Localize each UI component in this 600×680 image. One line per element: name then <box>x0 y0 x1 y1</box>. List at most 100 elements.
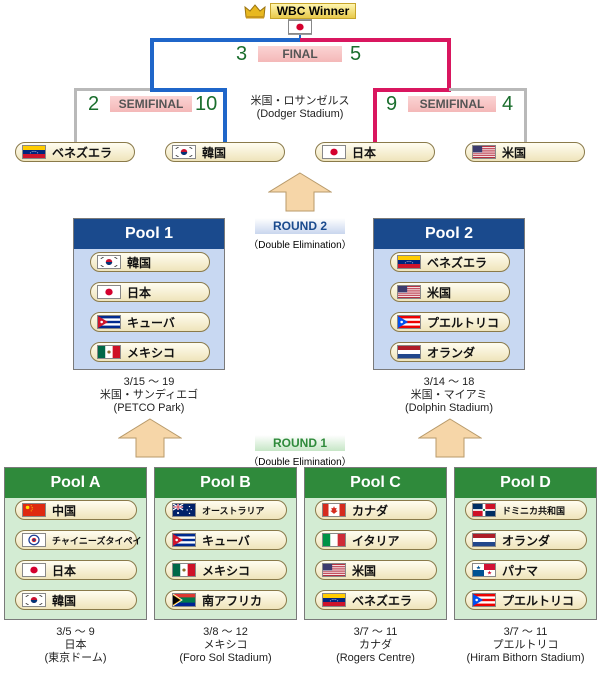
pool-1-team-2[interactable]: 日本 <box>90 282 210 302</box>
pool-a-team-1[interactable]: 中国 <box>15 500 137 520</box>
team-name: 韓国 <box>52 593 77 608</box>
pool-a-team-2[interactable]: チャイニーズタイペイ <box>15 530 141 550</box>
pool-2-place: 米国・マイアミ <box>410 389 488 401</box>
pool-1-team-3[interactable]: キューバ <box>90 312 210 332</box>
pool-c-team-1[interactable]: カナダ <box>315 500 437 520</box>
flag-ve-icon <box>22 145 46 159</box>
team-name: オランダ <box>502 533 551 548</box>
pool-2-team-2[interactable]: 米国 <box>390 282 510 302</box>
flag-kr-icon <box>22 593 46 607</box>
pool-d-venue: (Hiram Bithorn Stadium) <box>466 652 585 664</box>
pool-c-venue: (Rogers Centre) <box>336 652 415 664</box>
pool-1-place: 米国・サンディエゴ <box>99 389 199 401</box>
pool-b-team-1[interactable]: オーストラリア <box>165 500 287 520</box>
pool-d-team-2[interactable]: オランダ <box>465 530 587 550</box>
pool-1-team-4[interactable]: メキシコ <box>90 342 210 362</box>
flag-ca-icon <box>322 503 346 517</box>
final-label: FINAL <box>258 46 342 62</box>
pool-2-team-4[interactable]: オランダ <box>390 342 510 362</box>
round2-label: ROUND 2 <box>255 218 345 234</box>
pool-1-team-1[interactable]: 韓国 <box>90 252 210 272</box>
pool-c-team-4[interactable]: ベネズエラ <box>315 590 437 610</box>
semifinal-left-score-left: 2 <box>88 93 100 115</box>
flag-jp-icon <box>97 285 121 299</box>
pool-2-date: 3/14 ～ 18 <box>423 376 475 388</box>
final-venue-city: 米国・ロサンゼルス <box>250 95 350 107</box>
pool-b-team-4[interactable]: 南アフリカ <box>165 590 287 610</box>
advance-arrow-icon <box>268 172 332 212</box>
semifinalist-japan[interactable]: 日本 <box>315 142 435 162</box>
flag-tw-icon <box>22 533 46 547</box>
semifinal-left-label: SEMIFINAL <box>110 96 192 112</box>
pool-1-info: 3/15 ～ 19 米国・サンディエゴ (PETCO Park) <box>73 376 225 415</box>
flag-us-icon <box>472 145 496 159</box>
pool-c-team-2[interactable]: イタリア <box>315 530 437 550</box>
pool-d-team-1[interactable]: ドミニカ共和国 <box>465 500 587 520</box>
team-name: キューバ <box>127 315 175 330</box>
pool-a-team-4[interactable]: 韓国 <box>15 590 137 610</box>
final-score-left: 3 <box>236 43 248 65</box>
flag-nl-icon <box>472 533 496 547</box>
pool-c-date: 3/7 ～ 11 <box>353 626 398 638</box>
team-name: 日本 <box>52 563 77 578</box>
flag-cu-icon <box>97 315 121 329</box>
pool-c-info: 3/7 ～ 11 カナダ (Rogers Centre) <box>304 626 447 665</box>
pool-c-team-3[interactable]: 米国 <box>315 560 437 580</box>
semifinalist-usa[interactable]: 米国 <box>465 142 585 162</box>
pool-d-title: Pool D <box>455 468 596 498</box>
flag-ve-icon <box>397 255 421 269</box>
team-name: オーストラリア <box>202 505 265 516</box>
semifinalist-korea[interactable]: 韓国 <box>165 142 285 162</box>
pool-a-venue: (東京ドーム) <box>44 652 107 664</box>
team-name: キューバ <box>202 533 250 548</box>
team-name: 南アフリカ <box>202 593 263 608</box>
flag-do-icon <box>472 503 496 517</box>
pool-a-date: 3/5 ～ 9 <box>56 626 95 638</box>
flag-pr-icon <box>472 593 496 607</box>
flag-cu-icon <box>172 533 196 547</box>
team-name: メキシコ <box>127 345 176 360</box>
pool-d-team-4[interactable]: プエルトリコ <box>465 590 587 610</box>
semifinalist-venezuela[interactable]: ベネズエラ <box>15 142 135 162</box>
flag-pr-icon <box>397 315 421 329</box>
pool-b-team-2[interactable]: キューバ <box>165 530 287 550</box>
pool-2-team-3[interactable]: プエルトリコ <box>390 312 510 332</box>
team-name: 日本 <box>127 285 152 300</box>
pool-b-info: 3/8 ～ 12 メキシコ (Foro Sol Stadium) <box>154 626 297 665</box>
team-name: 中国 <box>52 503 77 518</box>
team-name: パナマ <box>502 563 539 578</box>
winner-flag <box>288 19 312 35</box>
round2-note: （Double Elimination） <box>248 240 352 251</box>
flag-us-icon <box>322 563 346 577</box>
team-name: カナダ <box>352 503 389 518</box>
pool-b-title: Pool B <box>155 468 296 498</box>
semifinal-left-score-right: 10 <box>195 93 218 115</box>
flag-za-icon <box>172 593 196 607</box>
pool-b-team-3[interactable]: メキシコ <box>165 560 287 580</box>
flag-jp-icon <box>288 20 312 34</box>
pool-d-place: プエルトリコ <box>492 639 559 651</box>
team-name: イタリア <box>352 533 400 548</box>
pool-c-title: Pool C <box>305 468 446 498</box>
team-name: チャイニーズタイペイ <box>52 535 142 546</box>
pool-2-team-1[interactable]: ベネズエラ <box>390 252 510 272</box>
pool-a-team-3[interactable]: 日本 <box>15 560 137 580</box>
flag-kr-icon <box>97 255 121 269</box>
flag-pa-icon <box>472 563 496 577</box>
pool-2-title: Pool 2 <box>374 219 524 249</box>
team-name: 米国 <box>427 285 452 300</box>
pool-d-team-3[interactable]: パナマ <box>465 560 587 580</box>
team-name: オランダ <box>427 345 476 360</box>
flag-nl-icon <box>397 345 421 359</box>
pool-1-venue: (PETCO Park) <box>113 402 185 414</box>
pool-b-place: メキシコ <box>203 639 248 651</box>
team-name: ベネズエラ <box>52 145 113 160</box>
flag-us-icon <box>397 285 421 299</box>
team-name: 米国 <box>502 145 527 160</box>
team-name: 韓国 <box>127 255 152 270</box>
flag-jp-icon <box>22 563 46 577</box>
pool-1-title: Pool 1 <box>74 219 224 249</box>
winner-header: WBC Winner <box>230 3 370 19</box>
team-name: ベネズエラ <box>427 255 488 270</box>
pool-a-place: 日本 <box>64 639 87 651</box>
